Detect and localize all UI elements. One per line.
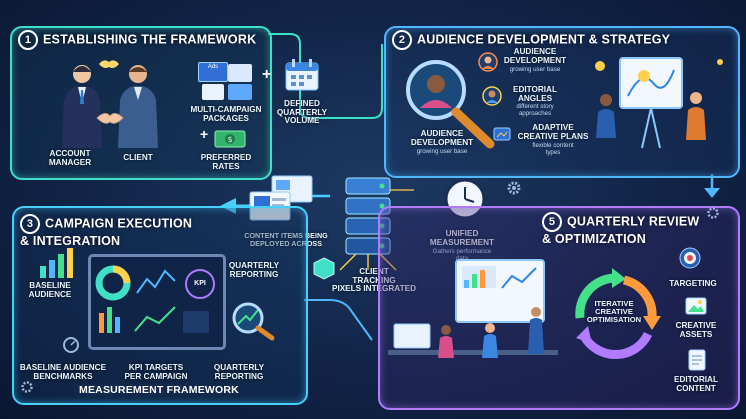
creative-assets-label: CREATIVE ASSETS xyxy=(668,322,724,339)
audience-item-2-subtitle: different story approaches xyxy=(506,104,564,117)
baseline-benchmarks-label: BASELINE AUDIENCE BENCHMARKS xyxy=(18,364,108,381)
baseline-bars-icon xyxy=(38,246,78,280)
audience-item-3-subtitle: flexible content types xyxy=(514,143,592,156)
review-team-illustration xyxy=(386,250,566,390)
handshake-icon xyxy=(95,108,125,128)
packages-label: MULTI-CAMPAIGN PACKAGES xyxy=(186,106,266,123)
gear-icon-right xyxy=(706,206,720,220)
kpi-badge: KPI xyxy=(185,269,215,299)
rates-label: PREFERRED RATES xyxy=(196,154,256,171)
section-2-title: AUDIENCE DEVELOPMENT & STRATEGY xyxy=(417,32,670,46)
plus-sign-2: + xyxy=(200,126,208,142)
target-icon xyxy=(678,246,702,270)
multi-campaign-packages-icon: Ads xyxy=(198,62,254,104)
handshake-badge-icon xyxy=(98,56,120,72)
quarterly-reporting-top-label: QUARTERLY REPORTING xyxy=(222,262,286,279)
editorial-avatar-icon xyxy=(482,86,502,106)
section-5-number: 5 xyxy=(542,212,562,232)
account-manager-label: ACCOUNT MANAGER xyxy=(40,150,100,167)
creative-plans-icon xyxy=(492,124,512,144)
dashboard-monitor: KPI xyxy=(88,254,226,350)
gauge-icon xyxy=(62,336,80,354)
plus-sign: + xyxy=(262,66,271,84)
measurement-framework-footer: MEASUREMENT FRAMEWORK xyxy=(74,384,244,396)
ads-tag: Ads xyxy=(198,62,228,82)
section-1-number: 1 xyxy=(18,30,38,50)
editorial-content-label: EDITORIAL CONTENT xyxy=(668,376,724,393)
svg-text:$: $ xyxy=(227,135,232,144)
client-figure xyxy=(108,60,168,150)
audience-center-title: AUDIENCE DEVELOPMENT xyxy=(402,130,482,147)
account-manager-figure xyxy=(56,60,116,150)
creative-assets-icon xyxy=(684,296,708,318)
audience-item-1-title: AUDIENCE DEVELOPMENT xyxy=(500,48,570,65)
quarterly-reporting-bottom-label: QUARTERLY REPORTING xyxy=(206,364,272,381)
iterative-optimisation-label: ITERATIVE CREATIVE OPTIMISATION xyxy=(574,300,654,324)
strategy-team-illustration xyxy=(592,48,732,158)
client-label: CLIENT xyxy=(118,154,158,163)
section-1-heading: 1 ESTABLISHING THE FRAMEWORK xyxy=(18,30,256,50)
audience-item-3-title: ADAPTIVE CREATIVE PLANS xyxy=(514,124,592,141)
targeting-label: TARGETING xyxy=(664,280,722,289)
magnifier-trend-icon xyxy=(228,300,278,340)
gear-icon-left xyxy=(20,380,34,394)
audience-avatar-icon xyxy=(478,52,498,72)
kpi-targets-label: KPI TARGETS PER CAMPAIGN xyxy=(116,364,196,381)
baseline-audience-label: BASELINE AUDIENCE xyxy=(20,282,80,299)
audience-item-2-title: EDITORIAL ANGLES xyxy=(506,86,564,103)
editorial-document-icon xyxy=(686,348,708,372)
audience-item-1-subtitle: growing user base xyxy=(500,67,570,74)
audience-center-subtitle: growing user base xyxy=(402,149,482,156)
section-1-title: ESTABLISHING THE FRAMEWORK xyxy=(43,32,256,46)
section-2-number: 2 xyxy=(392,30,412,50)
section-5-title: QUARTERLY REVIEW & OPTIMIZATION xyxy=(542,214,699,246)
section-3-title: CAMPAIGN EXECUTION & INTEGRATION xyxy=(20,216,192,248)
money-icon: $ xyxy=(214,128,248,150)
calendar-icon xyxy=(284,58,320,92)
volume-label: DEFINED QUARTERLY VOLUME xyxy=(272,100,332,126)
section-3-number: 3 xyxy=(20,214,40,234)
gear-icon xyxy=(506,180,522,196)
